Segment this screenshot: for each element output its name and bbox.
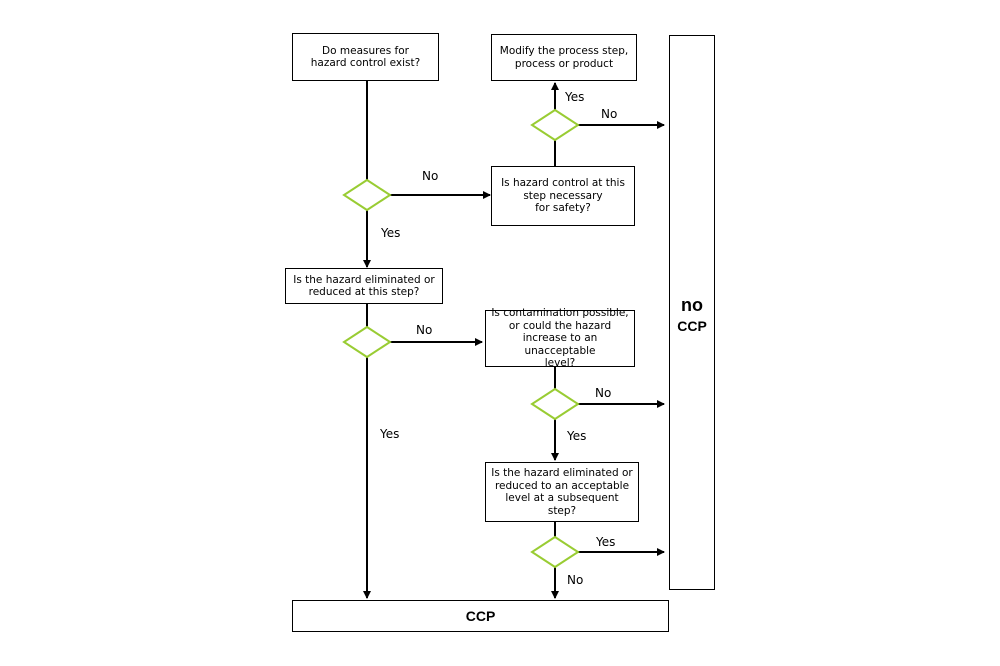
box-hazard-control-necessary-text: Is hazard control at this step necessary… <box>501 177 625 215</box>
box-no-ccp: no CCP <box>669 35 715 590</box>
box-hazard-eliminated-subsequent: Is the hazard eliminated or reduced to a… <box>485 462 639 522</box>
box-hazard-control-exist: Do measures for hazard control exist? <box>292 33 439 81</box>
label-yes-q2: Yes <box>380 427 400 441</box>
label-no-q3: No <box>595 386 612 400</box>
label-yes-q1: Yes <box>381 226 401 240</box>
label-no-q2: No <box>416 323 433 337</box>
box-hazard-eliminated-subsequent-text: Is the hazard eliminated or reduced to a… <box>491 467 633 517</box>
label-no-q4: No <box>567 573 584 587</box>
decision-diamond-q1 <box>342 178 392 212</box>
box-contamination-possible: Is contamination possible, or could the … <box>485 307 635 370</box>
decision-diamond-q4 <box>530 535 580 569</box>
box-hazard-eliminated-this-step: Is the hazard eliminated or reduced at t… <box>285 268 443 304</box>
label-yes-q3: Yes <box>567 429 587 443</box>
box-hazard-eliminated-this-step-text: Is the hazard eliminated or reduced at t… <box>293 273 435 299</box>
box-ccp-text: CCP <box>465 607 496 624</box>
decision-diamond-q2 <box>342 325 392 359</box>
no-ccp-label-no: no <box>681 295 703 315</box>
decision-diamond-safety <box>530 108 580 142</box>
label-no-q1: No <box>422 169 439 183</box>
no-ccp-label-ccp: CCP <box>677 318 707 334</box>
box-ccp: CCP <box>292 600 669 632</box>
box-modify-process: Modify the process step, process or prod… <box>491 34 637 81</box>
decision-diamond-q3 <box>530 387 580 421</box>
label-no-top: No <box>601 107 618 121</box>
label-yes-modify: Yes <box>565 90 585 104</box>
box-modify-process-text: Modify the process step, process or prod… <box>499 45 629 70</box>
box-hazard-control-necessary: Is hazard control at this step necessary… <box>491 166 635 226</box>
box-hazard-control-exist-text: Do measures for hazard control exist? <box>310 44 421 70</box>
label-yes-q4: Yes <box>596 535 616 549</box>
box-contamination-possible-text: Is contamination possible, or could the … <box>491 307 629 370</box>
